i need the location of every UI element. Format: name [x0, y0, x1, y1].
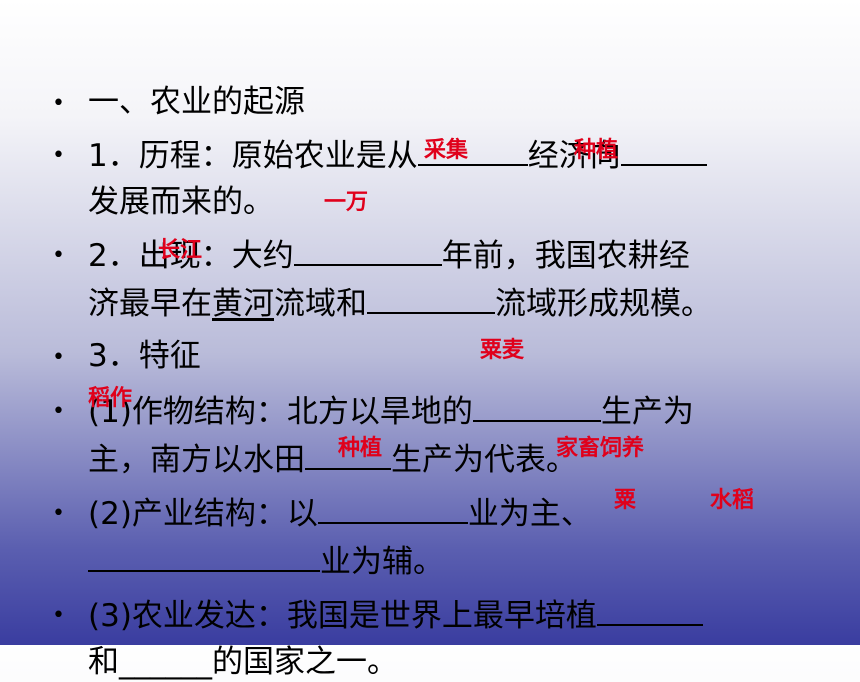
bullet: • [52, 243, 65, 268]
bullet: • [52, 91, 65, 116]
bullet: • [52, 399, 65, 424]
item-developed-line2: 和______的国家之一。 [88, 644, 398, 680]
bullet: • [52, 501, 65, 526]
item-developed-line1: (3)农业发达：我国是世界上最早培植 [88, 594, 703, 636]
answer-sumai: 粟麦 [480, 338, 525, 363]
item-process-line2: 发展而来的。 [88, 184, 274, 220]
answer-jiachu: 家畜饲养 [556, 436, 645, 461]
answer-su: 粟 [614, 488, 637, 513]
bullet: • [52, 603, 65, 628]
answer-changjiang: 长江 [158, 238, 203, 263]
answer-yiwan: 一万 [324, 190, 369, 215]
answer-shuidao: 水稻 [710, 488, 755, 513]
bullet: • [52, 143, 65, 168]
item-origin-line1: 2．出现：大约年前，我国农耕经 [88, 234, 690, 276]
answer-daozuo: 稻作 [88, 386, 133, 411]
answer-caiji: 采集 [424, 138, 469, 163]
item-crop-line2: 主，南方以水田生产为代表。 [88, 438, 577, 480]
item-industry-line2: 业为辅。 [88, 540, 444, 582]
answer-zhongzhi-2: 种植 [338, 436, 383, 461]
item-crop-line1: (1)作物结构：北方以旱地的生产为 [88, 390, 694, 432]
answer-zhongzhi: 种植 [574, 138, 619, 163]
item-origin-line2: 济最早在黄河流域和流域形成规模。 [88, 282, 712, 324]
section-heading: 一、农业的起源 [88, 84, 305, 120]
item-process-line1: 1．历程：原始农业是从经济向 [88, 134, 707, 176]
item-features: 3．特征 [88, 338, 201, 374]
bullet: • [52, 345, 65, 370]
item-industry-line1: (2)产业结构：以业为主、 [88, 492, 592, 534]
